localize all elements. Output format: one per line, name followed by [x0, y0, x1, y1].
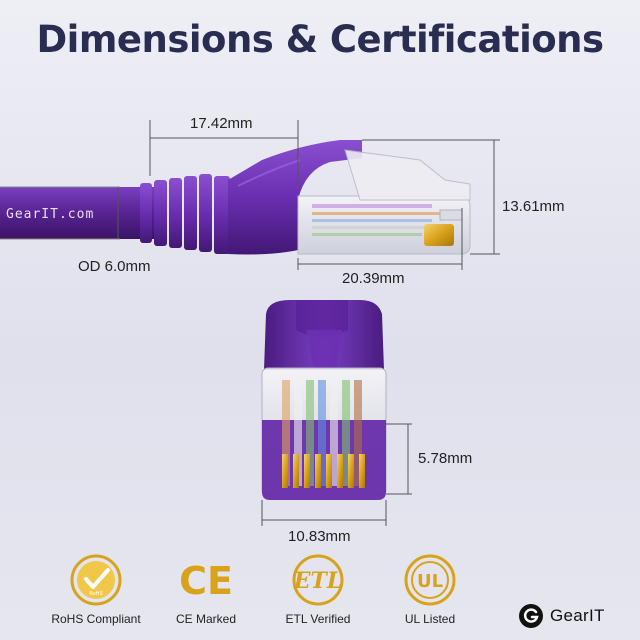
cert-etl: ETL Verified	[263, 556, 373, 626]
outer-diameter-label: OD 6.0mm	[78, 258, 151, 275]
dimension-lines-side	[0, 120, 500, 270]
front-view-plug	[261, 300, 387, 500]
contact-height-label: 5.78mm	[418, 450, 473, 467]
ce-badge-text: CE	[179, 559, 233, 603]
boot-length-label: 17.42mm	[190, 115, 253, 132]
cert-label: ETL Verified	[285, 612, 351, 626]
cert-label: UL Listed	[404, 612, 456, 626]
plug-width-label: 10.83mm	[288, 528, 351, 545]
cert-rohs: RoHS Compliant	[41, 556, 151, 626]
brand-name: GearIT	[550, 606, 605, 625]
cert-ce: CE Marked	[151, 556, 261, 626]
cable-print-text: GearIT.com	[6, 207, 95, 222]
ce-mark-icon: CE	[179, 559, 233, 603]
cert-ul: UL Listed	[375, 556, 485, 626]
cert-label: RoHS Compliant	[51, 612, 141, 626]
brand-logo: GearIT	[518, 601, 605, 631]
gearit-logo-icon	[519, 604, 543, 628]
etl-badge-text: ETL	[293, 568, 343, 594]
plug-height-label: 13.61mm	[502, 198, 565, 215]
rohs-badge-text: RoHS	[89, 591, 102, 597]
cert-label: CE Marked	[175, 612, 237, 626]
page-title: Dimensions & Certifications	[36, 18, 604, 61]
etl-icon: ETL	[292, 554, 344, 606]
side-view-cable	[0, 140, 471, 255]
ul-icon: UL	[404, 554, 456, 606]
rohs-check-icon: RoHS	[70, 554, 122, 606]
dimension-lines-front	[261, 423, 412, 526]
plug-length-label: 20.39mm	[342, 270, 405, 287]
boot-ribs	[140, 174, 230, 254]
ul-badge-text: UL	[417, 571, 443, 592]
